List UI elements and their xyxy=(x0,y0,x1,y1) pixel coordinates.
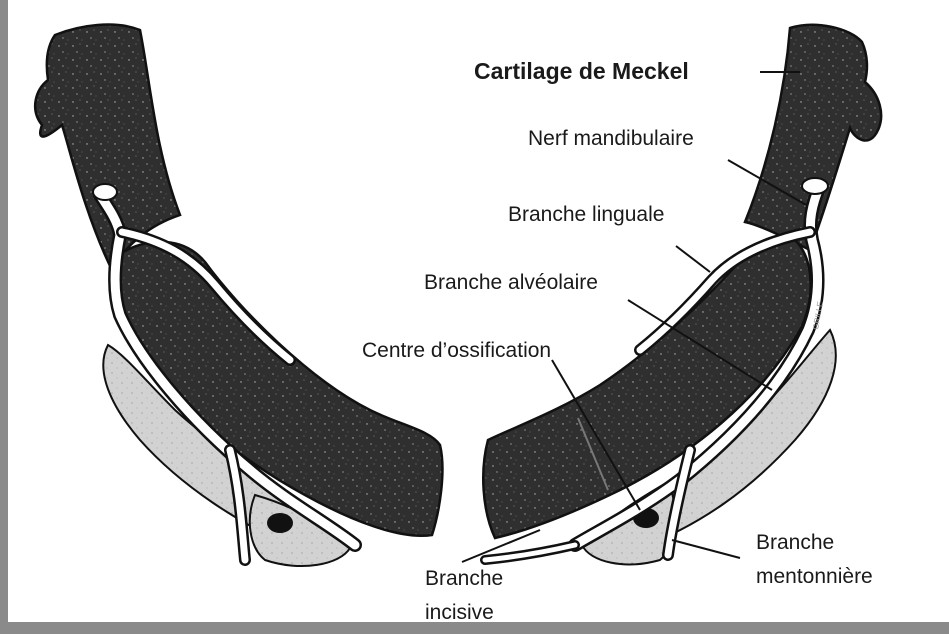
label-branche-alveolaire: Branche alvéolaire xyxy=(424,268,598,298)
left-mental-foramen xyxy=(267,513,293,533)
label-branche-linguale: Branche linguale xyxy=(508,200,664,230)
label-nerf-mandibulaire: Nerf mandibulaire xyxy=(528,124,694,154)
label-branche-incisive: Branche incisive xyxy=(425,562,503,630)
left-half xyxy=(35,25,442,566)
label-cartilage-de-meckel: Cartilage de Meckel xyxy=(474,56,689,86)
leader-branche-linguale xyxy=(676,246,710,272)
label-centre-ossification: Centre d’ossification xyxy=(362,336,551,366)
label-branche-mentonniere: Branche mentonnière xyxy=(756,526,873,594)
left-meckel-cartilage-upper xyxy=(35,25,180,270)
leader-branche-mentonniere xyxy=(672,540,740,558)
left-nerve-foramen xyxy=(93,184,117,200)
right-nerve-foramen xyxy=(802,178,828,194)
